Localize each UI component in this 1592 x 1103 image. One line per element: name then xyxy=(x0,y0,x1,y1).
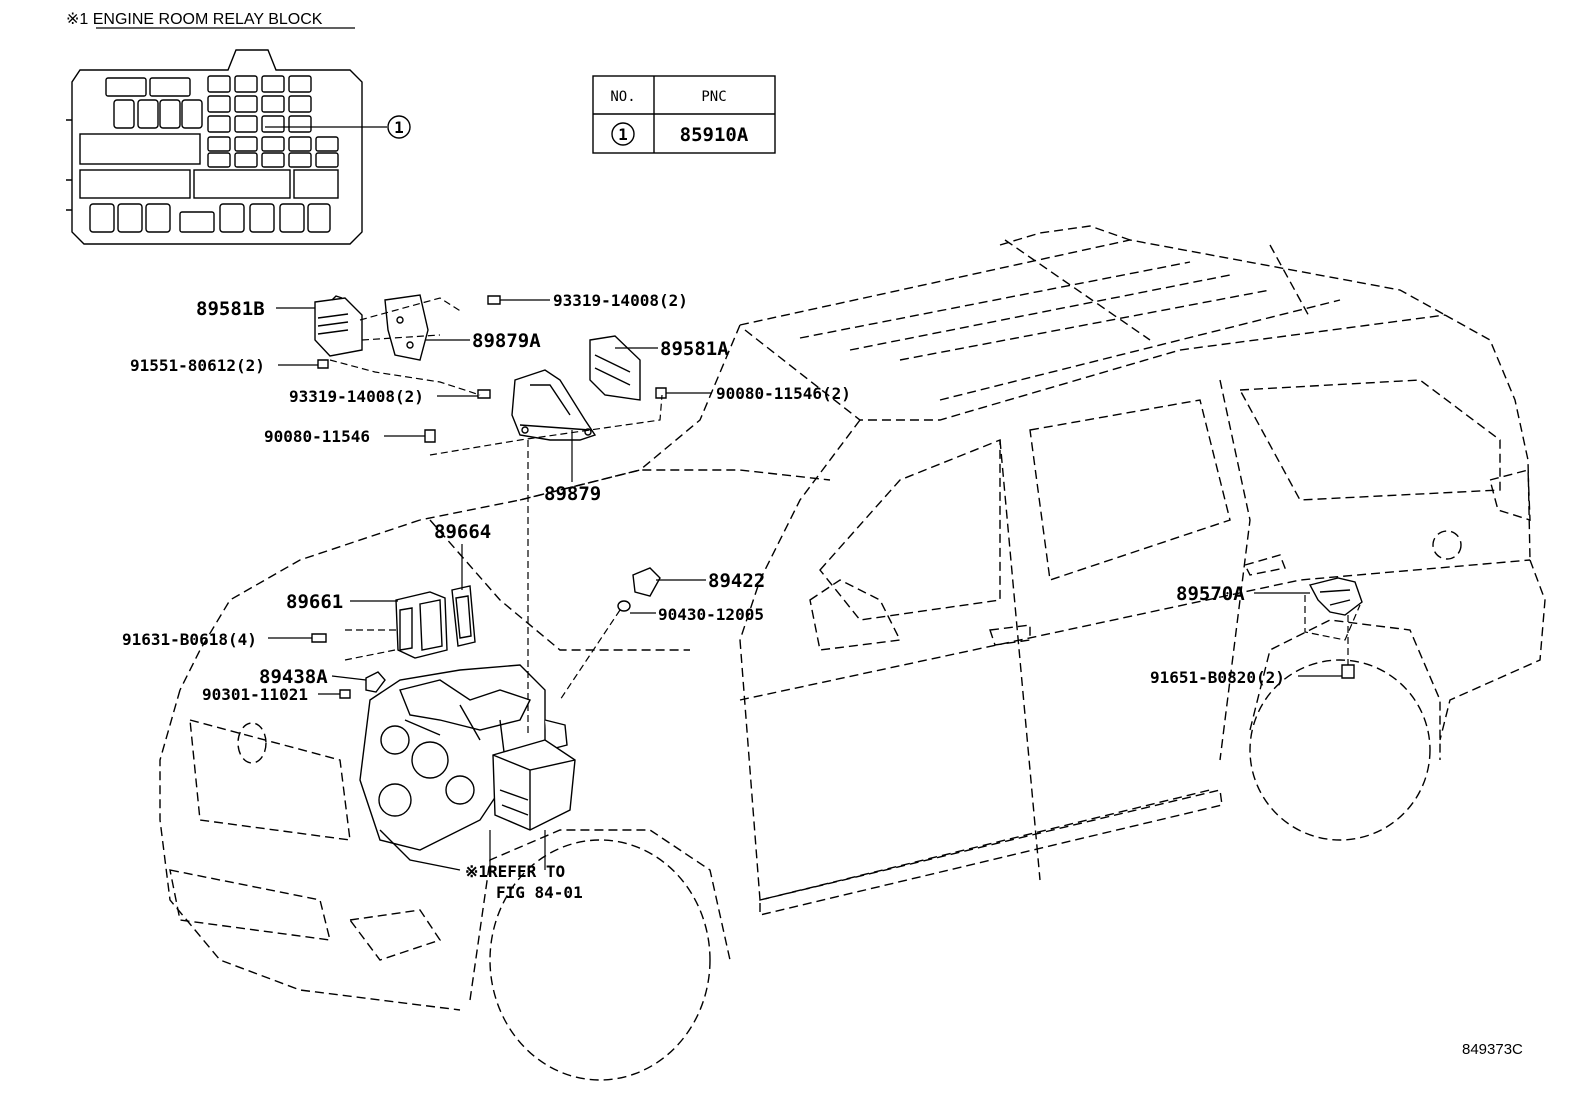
label-89581b: 89581B xyxy=(196,298,265,320)
label-89661: 89661 xyxy=(286,591,343,613)
cover-89664 xyxy=(451,585,476,647)
pnc-table-header-pnc: PNC xyxy=(701,89,726,105)
leader-lines xyxy=(268,299,1342,695)
label-89570a: 89570A xyxy=(1176,583,1245,605)
refer-note-line1: ※1REFER TO xyxy=(465,862,565,881)
bracket-89879 xyxy=(511,369,597,441)
figure-id: 849373C xyxy=(1462,1041,1523,1058)
sensor-89438a xyxy=(365,671,386,693)
label-89879a: 89879A xyxy=(472,330,541,352)
relay-block-on-vehicle xyxy=(492,739,576,831)
fasteners xyxy=(311,295,1355,699)
relay-callout-circle xyxy=(387,115,411,139)
pnc-row-pnc: 85910A xyxy=(680,124,749,146)
relay-block-title: ※1 ENGINE ROOM RELAY BLOCK xyxy=(66,11,323,28)
label-90080: 90080-11546 xyxy=(264,427,370,446)
relay-callout-number: 1 xyxy=(394,118,404,137)
label-89879: 89879 xyxy=(544,483,601,505)
relay-block-fuses xyxy=(79,75,339,233)
refer-note-line2: FIG 84-01 xyxy=(496,883,583,902)
pnc-table-header-no: NO. xyxy=(610,89,635,105)
label-90301: 90301-11021 xyxy=(202,685,308,704)
pnc-table: NO. PNC 1 85910A xyxy=(592,75,776,154)
label-89664: 89664 xyxy=(434,521,491,543)
label-89422: 89422 xyxy=(708,570,765,592)
bracket-89879a xyxy=(384,294,429,361)
pnc-row-no: 1 xyxy=(618,125,628,144)
vehicle-outline xyxy=(159,225,1546,1081)
sensor-89570a xyxy=(1308,577,1363,616)
module-89581a xyxy=(589,335,641,401)
label-91551: 91551-80612(2) xyxy=(130,356,265,375)
label-89438a: 89438A xyxy=(259,666,328,688)
part-labels: 89581B 93319-14008(2) 89879A 91551-80612… xyxy=(122,291,1523,1058)
relay-block-tabs xyxy=(66,119,72,211)
assembly-lines xyxy=(329,297,1361,870)
label-93319-mid: 93319-14008(2) xyxy=(289,387,424,406)
sensor-89422 xyxy=(617,567,661,612)
label-90430: 90430-12005 xyxy=(658,605,764,624)
label-89581a: 89581A xyxy=(660,338,729,360)
relay-block-inset: ※1 ENGINE ROOM RELAY BLOCK xyxy=(66,11,411,245)
label-90080-2: 90080-11546(2) xyxy=(716,384,851,403)
ecu-89581b xyxy=(314,295,363,357)
engine-assembly xyxy=(359,664,568,871)
label-93319-top: 93319-14008(2) xyxy=(553,291,688,310)
label-91651: 91651-B0820(2) xyxy=(1150,668,1285,687)
label-91631: 91631-B0618(4) xyxy=(122,630,257,649)
ecu-89661 xyxy=(395,591,448,659)
pnc-row-circle xyxy=(611,122,635,146)
